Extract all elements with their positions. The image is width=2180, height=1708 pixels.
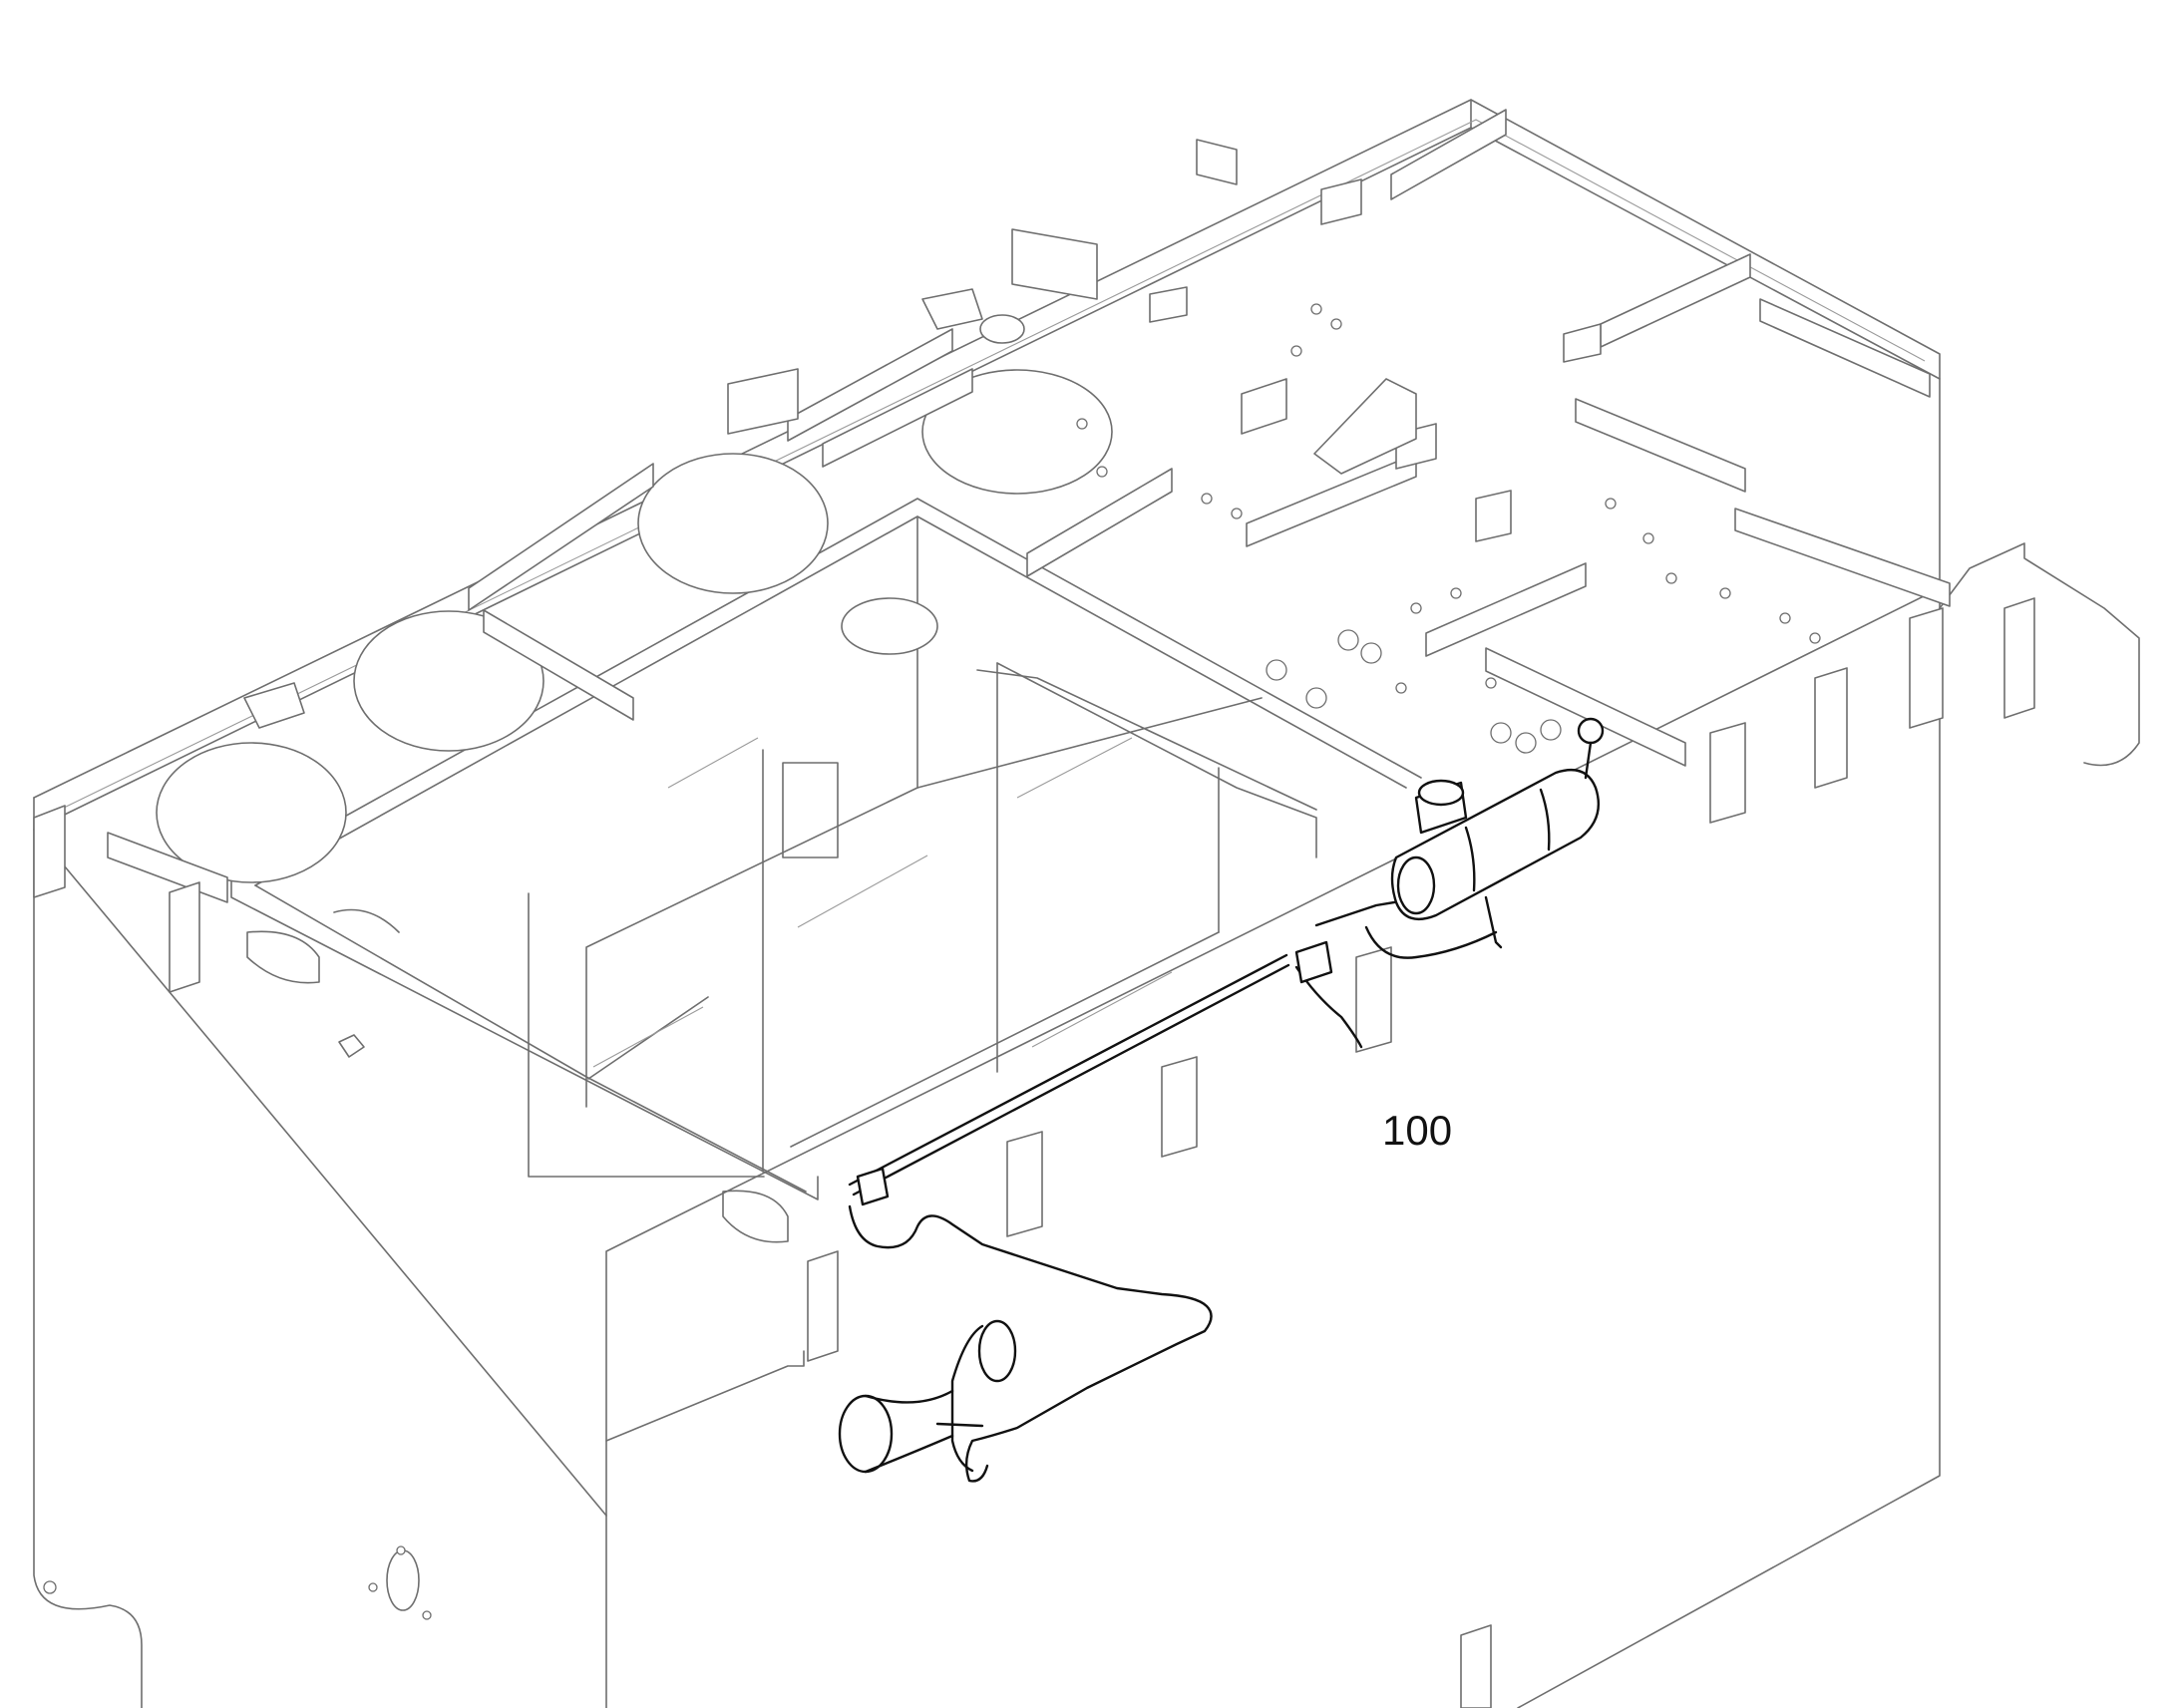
horn-assembly bbox=[838, 717, 1605, 1483]
lower-body bbox=[33, 542, 2140, 1708]
wall-pads bbox=[33, 597, 2035, 1708]
callout-100: 100 bbox=[1382, 1107, 1452, 1154]
roof-hatches bbox=[156, 369, 1113, 883]
roof-rails bbox=[107, 109, 1951, 903]
roof-fittings bbox=[243, 139, 1821, 754]
open-compartment bbox=[230, 498, 1422, 1200]
